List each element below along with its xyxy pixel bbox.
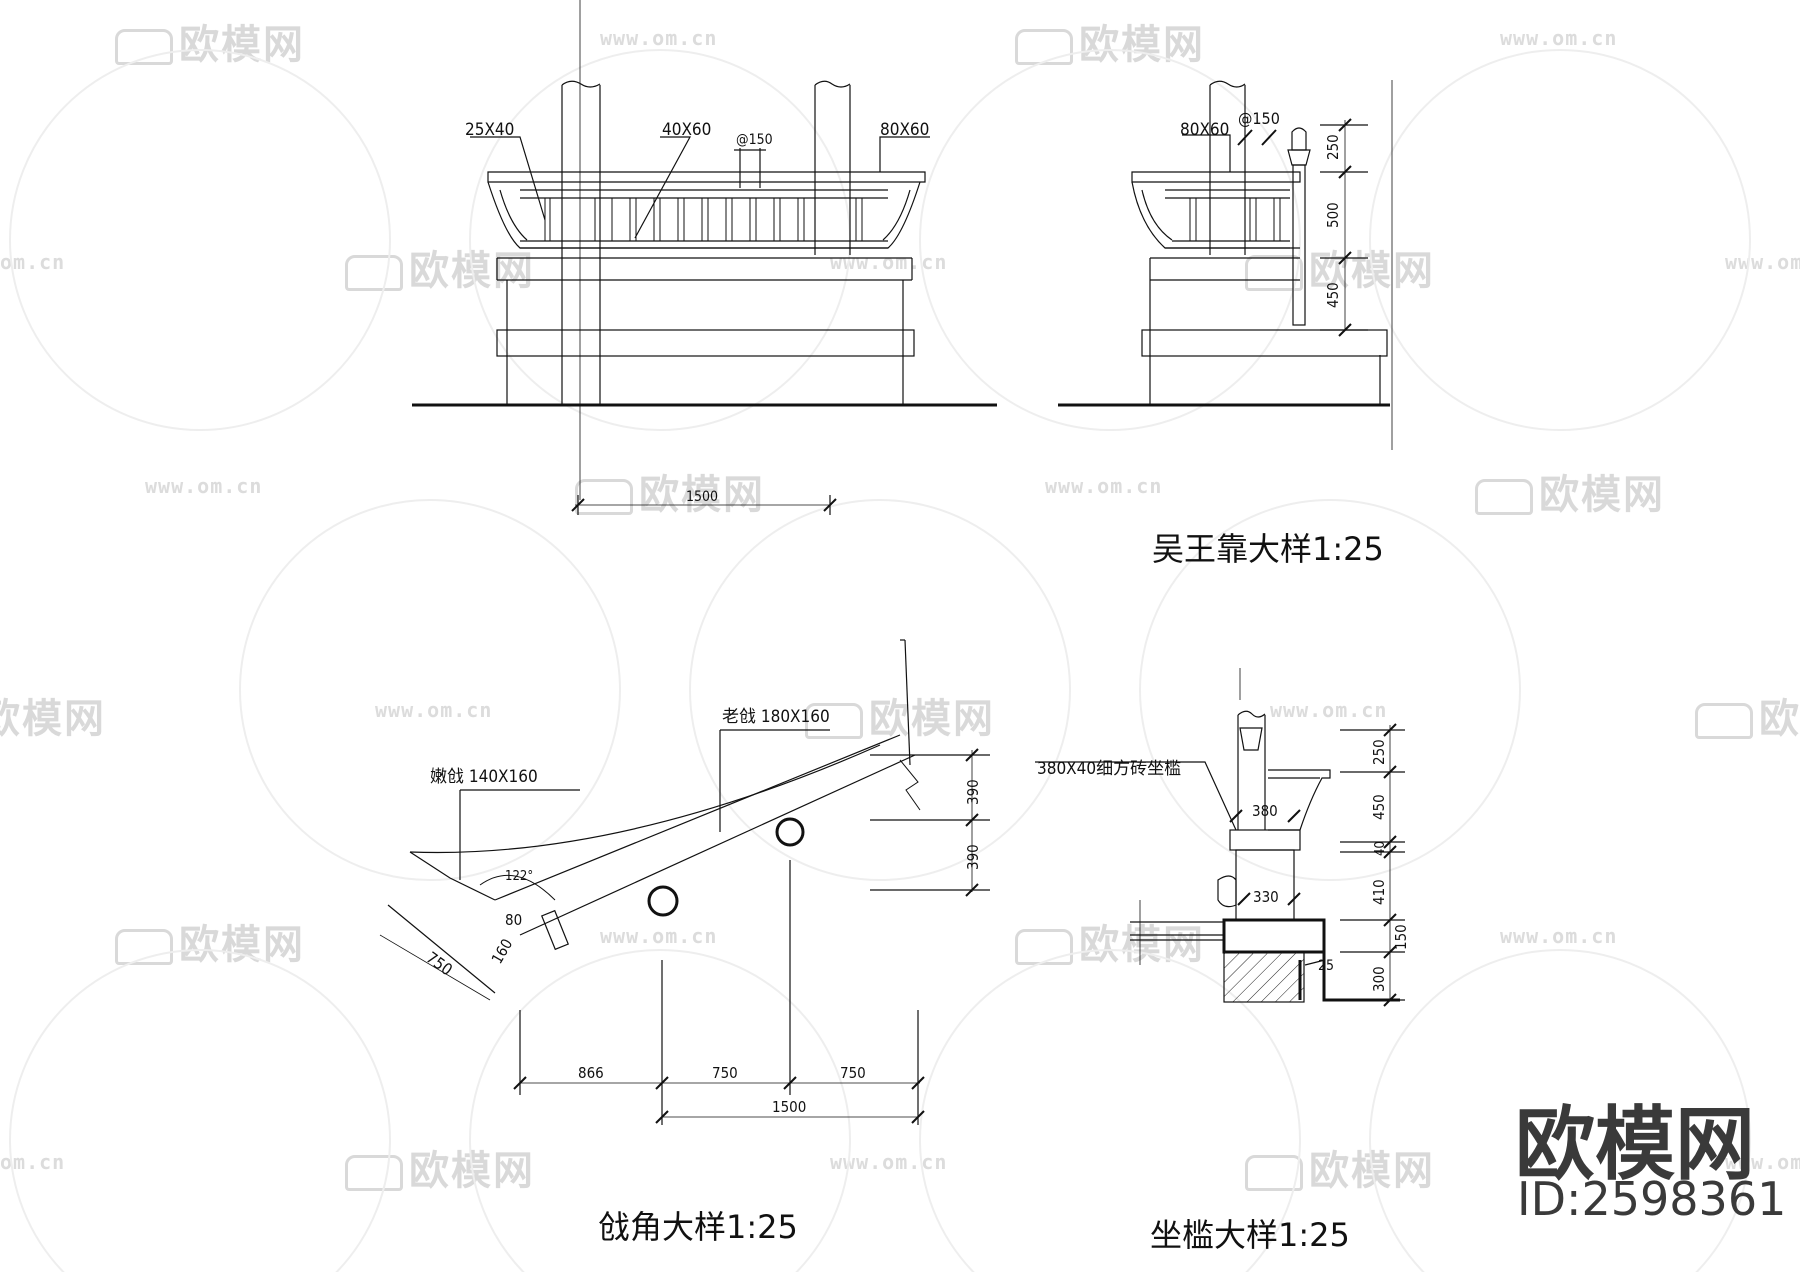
seat-sill-drawing [1035,668,1405,1007]
corner-dim-160: 160 [488,936,516,967]
watermark-brand: 欧模网 [1015,12,1205,70]
brand-id: ID:2598361 [1517,1172,1787,1226]
seat-dim-450: 450 [1370,794,1388,820]
watermark-url: www.om.cn [600,924,718,948]
watermark-brand: 欧模网 [115,912,305,970]
watermark-brand: 欧模网 [345,1138,535,1196]
watermark-logo-icon [345,255,403,291]
elevation-label-spacing: @150 [736,132,773,148]
watermark-logo-icon [1015,29,1073,65]
corner-dim-390-bottom: 390 [964,844,982,870]
watermark-logo-icon [115,29,173,65]
seat-dim-150: 150 [1392,924,1410,950]
watermark-logo-icon [1475,479,1533,515]
corner-label-young-rafter: 嫩戗 140X160 [430,767,538,787]
watermark-logo-icon [805,703,863,739]
elevation-label-80x60: 80X60 [880,120,929,140]
watermark-logo-icon [115,929,173,965]
watermark-logo-icon [1245,255,1303,291]
brand-logo-text: 欧模网 [1515,1098,1755,1191]
watermark-brand: 欧模网 [575,462,765,520]
watermark-logo-icon [1245,1155,1303,1191]
seat-dim-40: 40 [1373,841,1388,856]
watermark-url: www.om.cn [1725,250,1800,274]
watermark-brand: 欧模网 [1015,912,1205,970]
corner-dim-total: 1500 [772,1098,806,1116]
corner-dim-390-top: 390 [964,779,982,805]
elevation-drawing [412,0,997,515]
seat-sill-title: 坐槛大样1:25 [1150,1216,1350,1254]
elevation-dimension: 1500 [686,489,718,505]
elevation-label-25x40: 25X40 [465,120,514,140]
watermark-url: www.om.cn [1270,698,1388,722]
corner-angle: 122° [505,869,533,884]
watermark-arcs [9,49,1751,1272]
watermark-logo-icon [345,1155,403,1191]
watermark-url: www.om.cn [1045,474,1163,498]
side-label-spacing: @150 [1238,109,1280,128]
corner-dim-750-a: 750 [712,1064,738,1082]
seat-dim-25: 25 [1318,958,1334,974]
corner-detail-title: 戗角大样1:25 [598,1208,798,1246]
watermark-brand: 欧模网 [1695,686,1800,744]
watermark-url: www.om.cn [600,26,718,50]
elevation-label-40x60: 40X60 [662,120,711,140]
corner-dim-80: 80 [505,911,522,929]
corner-dim-750-b: 750 [840,1064,866,1082]
seat-dim-380: 380 [1252,802,1278,820]
side-label-80x60: 80X60 [1180,120,1229,140]
watermark-url: www.om.cn [145,474,263,498]
watermark-brand: 欧模网 [1475,462,1665,520]
corner-dim-866: 866 [578,1064,604,1082]
watermark-logo-icon [1015,929,1073,965]
seat-dim-250: 250 [1370,739,1388,765]
seat-dim-410: 410 [1370,879,1388,905]
watermark-url: www.om.cn [375,698,493,722]
side-section-title: 吴王靠大样1:25 [1152,530,1384,568]
watermark-brand: 欧模网 [0,696,106,742]
watermark-url: www.om.cn [1725,1150,1800,1174]
corner-detail-drawing [379,639,990,1125]
watermark-logo-icon [1695,703,1753,739]
watermark-url: www.om.cn [1500,26,1618,50]
corner-dim-750-diagonal: 750 [423,948,456,980]
side-dim-250: 250 [1324,134,1342,160]
side-dim-500: 500 [1324,202,1342,228]
watermark-brand: 欧模网 [805,686,995,744]
seat-dim-330: 330 [1253,888,1279,906]
watermark-brand: 欧模网 [115,12,305,70]
watermark-logo-icon [575,479,633,515]
seat-dim-300: 300 [1370,966,1388,992]
side-section-drawing [1058,80,1393,450]
seat-callout: 380X40细方砖坐槛 [1037,759,1181,779]
side-dim-450: 450 [1324,282,1342,308]
corner-label-old-rafter: 老戗 180X160 [722,707,830,727]
watermark-url: www.om.cn [1500,924,1618,948]
